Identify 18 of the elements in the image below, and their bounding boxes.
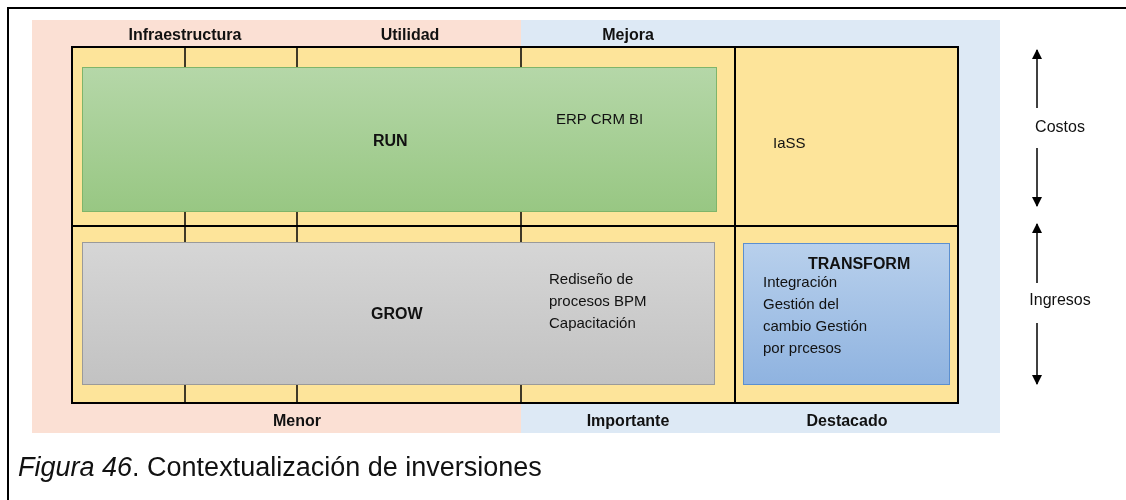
- process-box: [743, 243, 950, 385]
- box-heading: RUN: [373, 131, 408, 151]
- item-list: Rediseño de procesos BPM Capacitación: [549, 268, 679, 334]
- column-heading: Mejora: [602, 26, 654, 44]
- box-heading: GROW: [371, 304, 423, 324]
- process-box: [82, 242, 715, 385]
- box-heading: TRANSFORM: [808, 254, 911, 274]
- item-list: ERP CRM BI: [556, 108, 696, 130]
- column-heading: Utilidad: [380, 26, 440, 44]
- process-box: [82, 67, 717, 212]
- figure-caption: Figura 46. Contextualización de inversiones: [18, 452, 542, 483]
- item-list: IaSS: [773, 132, 806, 154]
- axis-label: Ingresos: [1029, 291, 1091, 309]
- item-list: Integración Gestión del cambio Gestión por prcesos: [763, 271, 873, 359]
- column-heading: Menor: [273, 412, 321, 430]
- column-heading: Infraestructura: [128, 26, 242, 44]
- column-heading: Destacado: [806, 412, 888, 430]
- column-heading: Importante: [586, 412, 670, 430]
